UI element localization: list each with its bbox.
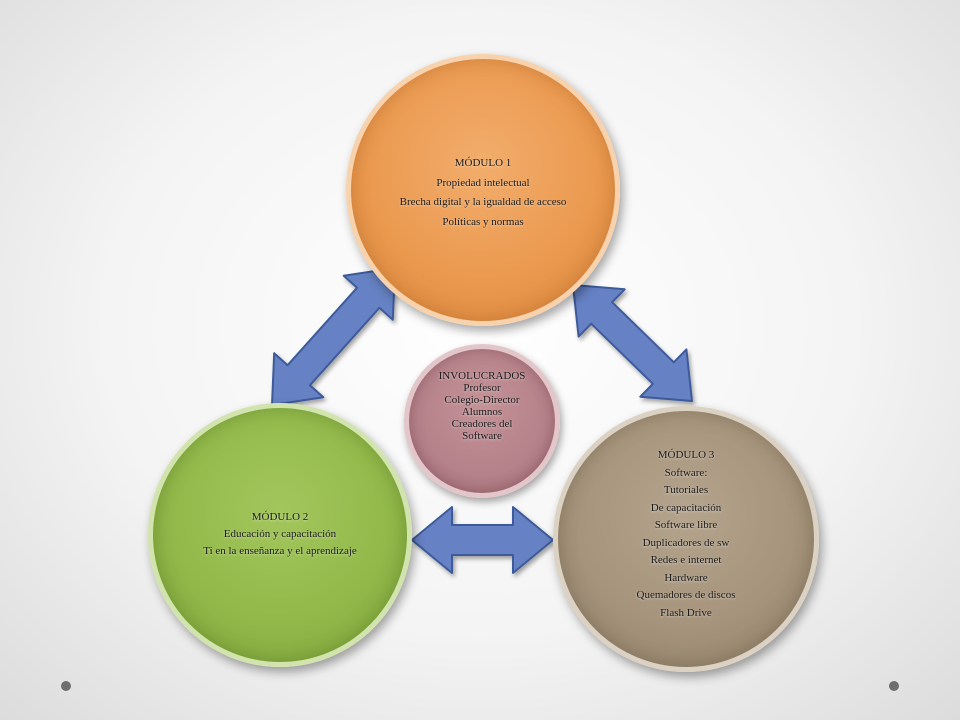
arrow-modulo1-modulo2: [271, 267, 396, 406]
involucrados-item: Creadores del: [451, 418, 513, 430]
modulo-3-item: Quemadores de discos: [636, 589, 736, 601]
involucrados-item: Profesor: [463, 382, 501, 394]
involucrados-title: INVOLUCRADOS: [438, 370, 526, 382]
modulo-3-item: Flash Drive: [660, 606, 712, 619]
modulo-3-item: Software libre: [654, 519, 718, 531]
modulo-3-item: Tutoriales: [663, 484, 709, 496]
involucrados-item: Alumnos: [461, 406, 503, 418]
slide-bullet-dot-right: [889, 681, 899, 691]
modulo-2-item: Ti en la enseñanza y el aprendizaje: [203, 545, 357, 557]
arrow-modulo1-modulo3: [572, 284, 693, 402]
involucrados-item: Colegio-Director: [444, 394, 520, 406]
modulo-1-item: Propiedad intelectual: [436, 176, 530, 189]
modulo-3-title: MÓDULO 3: [657, 449, 715, 461]
modulo-2-item: Educación y capacitación: [223, 528, 337, 540]
modulo-1-item: Políticas y normas: [442, 215, 524, 228]
modulo-2-circle: MÓDULO 2 Educación y capacitación Ti en …: [148, 403, 412, 667]
arrow-modulo2-modulo3: [411, 506, 554, 574]
modulo-3-item: Duplicadores de sw: [642, 536, 730, 549]
modulo-3-item: De capacitación: [650, 501, 722, 514]
slide-bullet-dot-left: [61, 681, 71, 691]
modulo-2-title: MÓDULO 2: [251, 511, 309, 523]
modulo-3-item: Redes e internet: [650, 554, 722, 566]
modulo-3-item: Hardware: [664, 571, 708, 584]
modulo-1-item: Brecha digital y la igualdad de acceso: [399, 196, 567, 208]
modulo-3-item: Software:: [664, 466, 708, 479]
involucrados-item: Software: [462, 430, 502, 442]
modulo-1-circle: MÓDULO 1 Propiedad intelectual Brecha di…: [346, 54, 620, 326]
modulo-1-title: MÓDULO 1: [454, 157, 512, 169]
involucrados-circle: INVOLUCRADOS Profesor Colegio-Director A…: [404, 344, 560, 498]
modulo-3-circle: MÓDULO 3 Software: Tutoriales De capacit…: [553, 406, 819, 672]
